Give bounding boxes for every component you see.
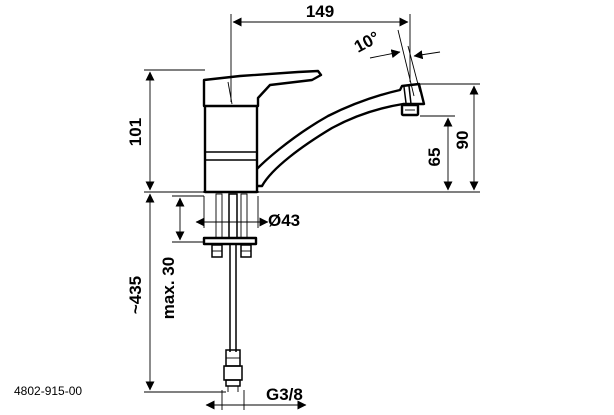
dim-label-max30: max. 30	[159, 257, 178, 319]
dim-label-65: 65	[425, 148, 444, 167]
dim-label-diameter: Ø43	[268, 211, 300, 230]
dim-label-90: 90	[453, 131, 472, 150]
drawing-code: 4802-915-00	[14, 384, 82, 398]
dim-label-angle: 10°	[351, 28, 383, 57]
faucet-body	[202, 69, 426, 194]
dim-label-435: ~435	[126, 276, 145, 314]
dimension-lines	[145, 17, 479, 410]
dim-label-101: 101	[126, 118, 145, 146]
dim-label-149: 149	[306, 2, 334, 21]
dim-label-thread: G3/8	[266, 385, 303, 404]
mounting-assembly	[202, 193, 258, 392]
dim-angle-line	[369, 49, 401, 59]
